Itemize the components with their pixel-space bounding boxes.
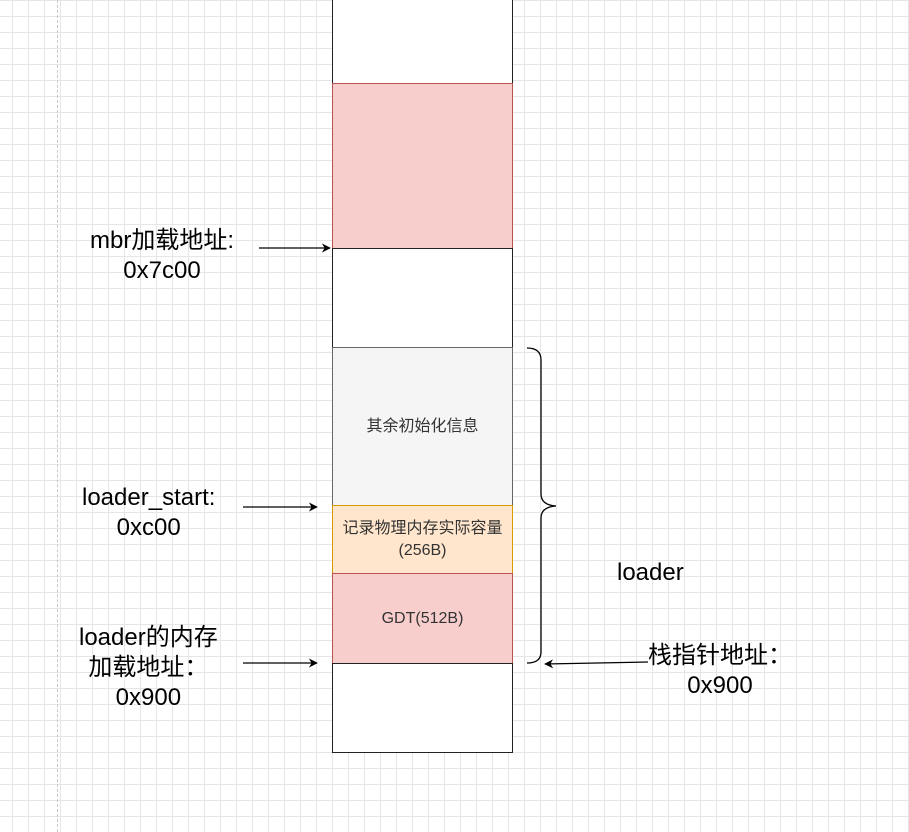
memory-block-top[interactable] [332, 0, 513, 84]
loader-start-line2: 0xc00 [116, 514, 181, 541]
loader-load-line3: 0x900 [115, 684, 182, 711]
other-init-block[interactable]: 其余初始化信息 [332, 347, 513, 506]
page-guide-line [57, 0, 58, 832]
mbr-address-label: mbr加载地址: 0x7c00 [90, 226, 234, 286]
loader-load-line2: 加载地址： [88, 654, 209, 681]
memory-size-label: 记录物理内存实际容量(256B) [342, 519, 503, 559]
stack-pointer-arrow [544, 659, 649, 669]
loader-start-label: loader_start: 0xc00 [82, 483, 215, 543]
loader-load-address-label: loader的内存 加载地址： 0x900 [79, 623, 218, 713]
stack-pointer-label: 栈指针地址： 0x900 [648, 641, 792, 701]
mbr-block[interactable] [332, 83, 513, 249]
mbr-address-line1: mbr加载地址: [90, 227, 234, 254]
other-init-label: 其余初始化信息 [366, 417, 479, 435]
loader-start-line1: loader_start: [82, 484, 216, 511]
memory-block-bottom[interactable] [332, 663, 513, 753]
gdt-label: GDT(512B) [381, 609, 464, 627]
stack-pointer-line2: 0x900 [687, 672, 753, 699]
mbr-address-line2: 0x7c00 [123, 257, 201, 284]
loader-brace [526, 347, 557, 664]
loader-load-line1: loader的内存 [79, 624, 218, 651]
stack-pointer-line1: 栈指针地址： [648, 642, 792, 669]
loader-region-label: loader [617, 559, 684, 586]
